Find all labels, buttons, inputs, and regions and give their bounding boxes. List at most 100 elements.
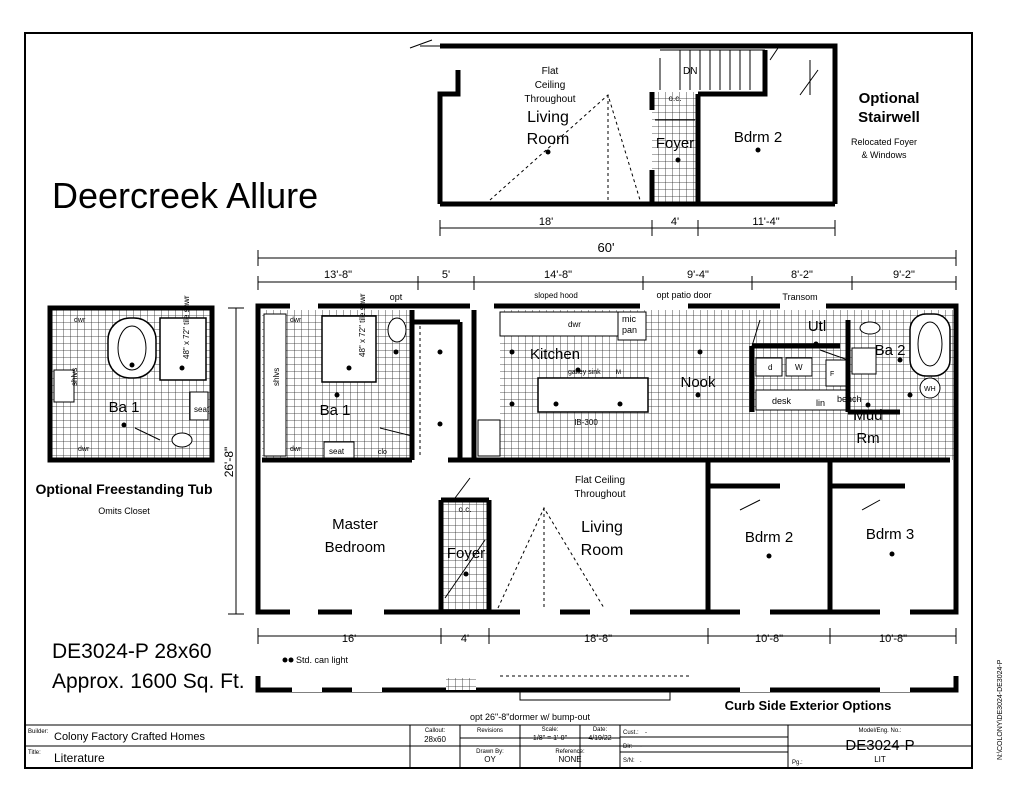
lit-value: LIT [874, 755, 886, 764]
main-floor-plan: shlvs 48" x 72" tile shwr seat clo dwr d… [255, 290, 959, 615]
tub-seat: seat [194, 405, 210, 414]
model-label: Model/Eng. No.: [858, 728, 901, 734]
optional-tub-plan: shlvs 48" x 72" tile shwr seat dwr dwr B… [47, 295, 244, 615]
reference-label: Reference: [555, 749, 585, 755]
opt-tub-title: Optional Freestanding Tub [35, 481, 212, 497]
label-opt-patio-door: opt patio door [656, 290, 711, 300]
dim-top-6: 9'-2" [893, 269, 915, 281]
room-living2: Room [581, 542, 624, 559]
model-line: DE3024-P 28x60 [52, 640, 212, 663]
curb-side-elevation: Curb Side Exterior Options opt 26"-8"dor… [255, 675, 959, 722]
label-opt: opt [390, 292, 403, 302]
dim-top-2: 5' [442, 269, 450, 281]
reference-value: NONE [558, 755, 581, 764]
st-foyer: Foyer [656, 135, 694, 152]
ba1-tile-shwr: 48" x 72" tile shwr [358, 293, 367, 357]
dim-total: 60' [598, 240, 615, 255]
sn-value: . [640, 758, 642, 764]
scale-label: Scale: [542, 727, 559, 733]
ba1-shlvs: shlvs [272, 368, 281, 386]
bottom-dimensions: 16' 4' 18'-8" 10'-8" 10'-8" [257, 628, 957, 645]
callout-label: Callout: [425, 728, 446, 734]
room-master1: Master [332, 516, 378, 533]
title-block: Builder: Colony Factory Crafted Homes Ti… [25, 724, 972, 768]
room-ba1: Ba 1 [320, 402, 351, 419]
st-bdrm2: Bdrm 2 [734, 129, 782, 146]
callout-value: 28x60 [424, 735, 446, 744]
builder-label: Builder: [28, 729, 49, 735]
room-mud1: Mud [853, 407, 882, 424]
dlr-value: - [640, 744, 642, 750]
label-m: M [616, 370, 621, 376]
dim-bot-5: 10'-8" [879, 633, 907, 645]
room-foyer: Foyer [447, 545, 485, 562]
flat-ceiling-1: Flat Ceiling [575, 475, 625, 486]
ba1-clo: clo [378, 449, 387, 456]
model-value: DE3024-P [845, 737, 914, 754]
side-code: N:\COLONY\DE3024-DE3024-P [997, 659, 1004, 760]
stair-dim-2: 4' [671, 216, 679, 228]
label-sloped-hood: sloped hood [534, 291, 578, 300]
opt-stair-title2: Stairwell [858, 109, 920, 126]
dim-bot-3: 18'-8" [584, 633, 612, 645]
label-mic: mic [622, 314, 636, 324]
title-value: Literature [54, 751, 105, 765]
st-dn: DN [683, 66, 697, 77]
room-kitchen: Kitchen [530, 346, 580, 363]
sn-label: S/N: [623, 758, 635, 764]
label-desk: desk [772, 396, 792, 406]
label-bench: bench [837, 394, 862, 404]
revisions-label: Revisions [477, 728, 503, 734]
sqft-line: Approx. 1600 Sq. Ft. [52, 670, 245, 693]
dim-top-5: 8'-2" [791, 269, 813, 281]
opt-stair-note1: Relocated Foyer [851, 137, 917, 147]
label-lin: lin [816, 398, 825, 408]
label-pan: pan [622, 325, 637, 335]
dim-top-4: 9'-4" [687, 269, 709, 281]
room-ba2: Ba 2 [875, 342, 906, 359]
label-transom: Transom [782, 292, 817, 302]
st-flat2: Ceiling [535, 80, 566, 91]
stair-dim-3: 11'-4" [752, 216, 779, 228]
dim-bot-2: 4' [461, 633, 469, 645]
label-ib300: IB-300 [574, 418, 598, 427]
ba1-dwr-2: dwr [290, 446, 302, 453]
top-dimensions: 60' 13'-8" 5' 14'-8" 9'-4" 8'-2" 9'-2" [257, 240, 957, 290]
can-light-legend-dot-2 [288, 657, 294, 663]
label-foyer-oc: o.c. [459, 505, 472, 514]
dlr-label: Dlr: [623, 744, 633, 750]
builder-value: Colony Factory Crafted Homes [54, 731, 205, 743]
date-value: 4/19/22 [588, 735, 611, 742]
room-utl: Utl [808, 318, 826, 335]
cust-label: Cust.: [623, 730, 639, 736]
scale-value: 1/8" = 1'-0" [533, 735, 568, 742]
label-wh: WH [924, 386, 936, 393]
curb-side-label: Curb Side Exterior Options [725, 698, 892, 713]
room-master2: Bedroom [325, 539, 386, 556]
st-flat1: Flat [542, 66, 559, 77]
label-galley-sink: galley sink [568, 369, 601, 376]
st-living2: Room [527, 131, 570, 148]
opt-tub-note: Omits Closet [98, 506, 150, 516]
room-living1: Living [581, 519, 623, 536]
tub-shlvs: shlvs [70, 368, 79, 386]
st-living1: Living [527, 109, 569, 126]
tub-ba1: Ba 1 [109, 399, 140, 416]
ba1-seat: seat [329, 447, 345, 456]
room-bdrm2: Bdrm 2 [745, 529, 793, 546]
title-label: Title: [28, 750, 41, 756]
sheet-border [24, 32, 973, 769]
opt-stair-note2: & Windows [861, 150, 907, 160]
can-light-legend: Std. can light [296, 655, 349, 665]
opt-stair-title1: Optional [859, 90, 920, 107]
label-kitchen-dwr: dwr [568, 320, 581, 329]
tub-dwr-2: dwr [78, 446, 90, 453]
dim-height: 26'-8" [222, 447, 236, 478]
ba1-dwr-1: dwr [290, 317, 302, 324]
can-light-legend-dot [282, 657, 288, 663]
dormer-note: opt 26"-8"dormer w/ bump-out [470, 712, 590, 722]
pg-label: Pg.: [792, 760, 803, 766]
st-oc: o.c. [669, 94, 682, 103]
label-w: W [795, 363, 803, 372]
